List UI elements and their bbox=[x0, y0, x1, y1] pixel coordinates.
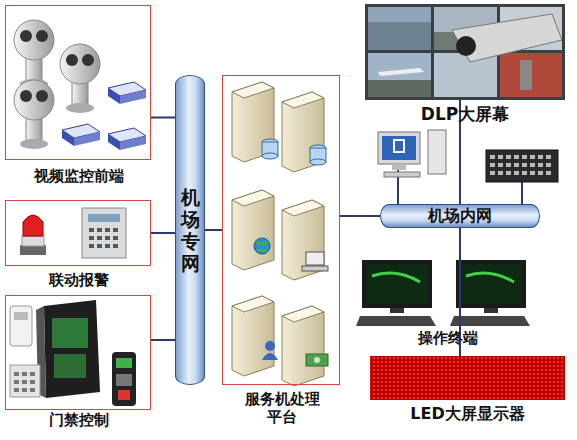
node-label: DLP大屏幕 bbox=[365, 104, 565, 124]
led-display: LED大屏显示器 bbox=[370, 356, 565, 400]
node-label: 操作终端 bbox=[355, 329, 540, 347]
node-label: LED大屏显示器 bbox=[370, 404, 565, 423]
terminal-icons bbox=[356, 260, 530, 326]
camera-icons bbox=[14, 20, 146, 150]
network-pipe: 机场专网 bbox=[175, 75, 205, 385]
screen-wall: DLP大屏幕 bbox=[365, 4, 565, 100]
device-group-box: 联动报警 bbox=[5, 200, 151, 266]
workstation-icon bbox=[378, 130, 522, 204]
device-group-box: 门禁控制 bbox=[5, 295, 151, 410]
device-group-box: 视频监控前端 bbox=[5, 5, 151, 160]
network-link bbox=[151, 232, 175, 234]
matrix-device bbox=[486, 150, 558, 182]
node-label: 服务机处理平台 bbox=[242, 390, 322, 426]
network-pipe: 机场内网 bbox=[380, 204, 540, 228]
led-panel bbox=[370, 356, 565, 400]
node-label: 联动报警 bbox=[6, 271, 152, 289]
pipe-label: 机场专网 bbox=[179, 186, 201, 274]
terminal-group: 操作终端 bbox=[355, 258, 540, 326]
network-link bbox=[151, 339, 175, 341]
node-label: 门禁控制 bbox=[6, 411, 152, 429]
network-link bbox=[205, 229, 222, 231]
network-link bbox=[340, 215, 380, 217]
server-group-box: 服务机处理平台 bbox=[222, 75, 340, 385]
pipe-label: 机场内网 bbox=[428, 206, 492, 226]
server-icons bbox=[232, 82, 328, 386]
network-link bbox=[151, 117, 175, 119]
dlp-screen-wall bbox=[365, 4, 565, 100]
alarm-icons bbox=[20, 208, 126, 258]
node-label: 视频监控前端 bbox=[6, 167, 152, 185]
door-control-icons bbox=[10, 300, 136, 406]
